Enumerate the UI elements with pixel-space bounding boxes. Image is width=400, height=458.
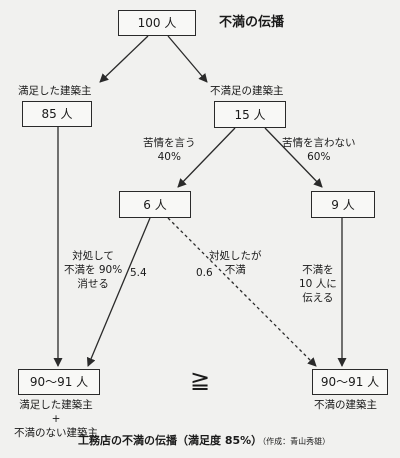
label-dissatisfied-client: 不満足の建築主 xyxy=(210,85,284,97)
label-spread: 不満を 10 人に 伝える xyxy=(299,264,337,305)
node-satisfied-85: 85 人 xyxy=(22,101,92,127)
arrow-complain-to-result-left xyxy=(86,217,151,367)
label-result-left-desc: 満足した建築主 + 不満のない建築主 xyxy=(14,399,98,440)
label-handled-value: 5.4 xyxy=(130,267,147,279)
node-silent-9: 9 人 xyxy=(311,191,375,218)
label-unhandled-value: 0.6 xyxy=(196,267,213,279)
node-result-left: 90〜91 人 xyxy=(18,369,100,395)
node-result-right: 90〜91 人 xyxy=(312,369,388,395)
figure-caption: 工務店の不満の伝播（満足度 85%）（作成：青山秀雄） xyxy=(78,434,331,447)
label-complain-branch: 苦情を言う 40% xyxy=(143,137,196,164)
label-handled: 対処して 不満を 90% 消せる xyxy=(64,250,123,291)
node-top-100: 100 人 xyxy=(118,10,196,36)
arrow-dissatisfied-to-silent xyxy=(264,127,323,188)
arrow-complain-to-result-right xyxy=(167,217,317,367)
node-complain-6: 6 人 xyxy=(119,191,191,218)
arrow-top-to-satisfied xyxy=(99,35,149,83)
comparison-symbol: ≧ xyxy=(190,366,211,394)
label-satisfied-client: 満足した建築主 xyxy=(18,85,92,97)
label-silent-branch: 苦情を言わない 60% xyxy=(282,137,356,164)
arrow-dissatisfied-to-complain xyxy=(177,127,236,188)
label-result-right-desc: 不満の建築主 xyxy=(314,399,377,411)
arrow-top-to-dissatisfied xyxy=(167,35,208,83)
node-dissatisfied-15: 15 人 xyxy=(214,101,286,128)
label-unhandled: 対処したが 不満 xyxy=(209,250,262,277)
diagram-title: 不満の伝播 xyxy=(219,15,285,30)
